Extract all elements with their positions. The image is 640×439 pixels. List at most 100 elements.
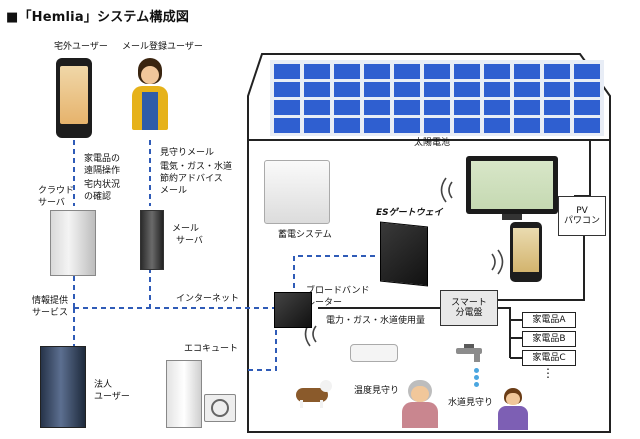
solar-label: 太陽電池	[414, 138, 451, 148]
diagram-title: ■「Hemlia」システム構成図	[6, 10, 190, 25]
mail-user-label: メール登録ユーザー	[122, 42, 203, 52]
solar-cell	[484, 82, 510, 97]
solar-cell	[334, 118, 360, 133]
corporate-user-label-1: 法人	[94, 380, 113, 390]
cloud-server-icon	[50, 210, 96, 276]
link-ecocute	[248, 326, 277, 371]
router-label-1: ブロードバンド	[306, 286, 370, 296]
cloud-server-label-1: クラウド	[38, 186, 75, 196]
solar-cell	[574, 100, 600, 115]
mail-server-label-1: メール	[172, 224, 200, 234]
solar-cell	[364, 82, 390, 97]
tablet-icon	[510, 222, 542, 282]
solar-cell	[514, 100, 540, 115]
mail-server-icon	[140, 210, 164, 270]
info-service-label-2: サービス	[32, 308, 69, 318]
ecocute-tank-icon	[166, 360, 202, 428]
monitor-stand-icon	[502, 214, 522, 220]
monitor-icon	[466, 156, 558, 214]
user-woman-icon	[128, 58, 172, 132]
appliance-b-box: 家電品B	[522, 331, 576, 347]
solar-cell	[484, 64, 510, 79]
solar-cell	[364, 64, 390, 79]
mail-server-label-2: サーバ	[176, 236, 203, 246]
solar-cell	[574, 82, 600, 97]
solar-cell	[394, 118, 420, 133]
solar-cell	[424, 82, 450, 97]
solar-cell	[304, 118, 330, 133]
solar-cell	[274, 64, 300, 79]
solar-cell	[394, 64, 420, 79]
solar-cell	[364, 118, 390, 133]
house-outline	[247, 96, 611, 433]
more-appliances-ellipsis: ⋮	[542, 366, 554, 380]
solar-cell	[514, 64, 540, 79]
solar-cell	[394, 82, 420, 97]
battery-label: 蓄電システム	[278, 230, 332, 240]
solar-cell	[274, 118, 300, 133]
solar-cell	[304, 100, 330, 115]
solar-cell	[424, 100, 450, 115]
remote-user-label: 宅外ユーザー	[54, 42, 108, 52]
solar-cell	[424, 64, 450, 79]
solar-cell	[274, 82, 300, 97]
solar-cell	[454, 100, 480, 115]
solar-cell	[334, 64, 360, 79]
elderly-woman-icon	[400, 380, 440, 428]
solar-cell	[424, 118, 450, 133]
solar-cell	[304, 64, 330, 79]
info-service-label-1: 情報提供	[32, 296, 69, 306]
solar-cell	[454, 64, 480, 79]
mail-info-line-3: 節約アドバイス	[160, 174, 223, 184]
solar-cell	[484, 118, 510, 133]
appliance-a-box: 家電品A	[522, 312, 576, 328]
solar-cell	[394, 100, 420, 115]
mail-info-line-1: 見守りメール	[160, 148, 215, 158]
pv-conditioner-label-2: パワコン	[563, 216, 600, 226]
solar-cell	[544, 100, 570, 115]
smart-panel-label-2: 分電盤	[455, 308, 483, 318]
ecocute-label: エコキュート	[184, 344, 239, 354]
solar-cell	[334, 82, 360, 97]
smartphone-icon	[56, 58, 92, 138]
smart-panel-box: スマート 分電盤	[440, 290, 498, 326]
broadband-router-icon	[274, 292, 312, 328]
es-gateway-device-icon	[380, 221, 428, 287]
temp-watch-label: 温度見守り	[354, 386, 400, 396]
solar-cell	[544, 64, 570, 79]
solar-cell	[574, 118, 600, 133]
dog-icon	[290, 380, 334, 408]
faucet-icon	[456, 344, 486, 364]
solar-cell	[364, 100, 390, 115]
power-solar-to-pv	[574, 140, 591, 197]
mail-info-line-4: メール	[160, 186, 188, 196]
mail-info-line-2: 電気・ガス・水道	[160, 162, 233, 172]
water-watch-label: 水道見守り	[448, 398, 494, 408]
remote-ops-line-4: の確認	[84, 192, 112, 202]
solar-cell	[454, 82, 480, 97]
solar-cell	[544, 118, 570, 133]
router-label-2: ルーター	[306, 298, 343, 308]
corporate-user-label-2: ユーザー	[94, 392, 130, 402]
air-conditioner-icon	[350, 344, 398, 362]
water-drops-icon	[474, 368, 480, 388]
solar-cell	[484, 100, 510, 115]
cloud-server-label-2: サーバ	[38, 198, 65, 208]
power-panel-to-appliances	[498, 307, 522, 321]
solar-cell	[454, 118, 480, 133]
solar-cell	[514, 118, 540, 133]
pv-conditioner-label-1: PV	[576, 206, 588, 216]
link-router-to-gateway	[293, 255, 378, 288]
remote-ops-line-1: 家電品の	[84, 154, 121, 164]
usage-label: 電力・ガス・水道使用量	[326, 316, 426, 326]
appliance-c-box: 家電品C	[522, 350, 576, 366]
pv-conditioner-box: PV パワコン	[558, 196, 606, 236]
internet-label: インターネット	[176, 294, 240, 304]
battery-system-icon	[264, 160, 330, 224]
solar-cell	[544, 82, 570, 97]
solar-cell	[334, 100, 360, 115]
remote-ops-line-2: 遠隔操作	[84, 166, 121, 176]
remote-ops-line-3: 宅内状況	[84, 180, 121, 190]
es-gateway-label: ESゲートウェイ	[376, 208, 443, 218]
